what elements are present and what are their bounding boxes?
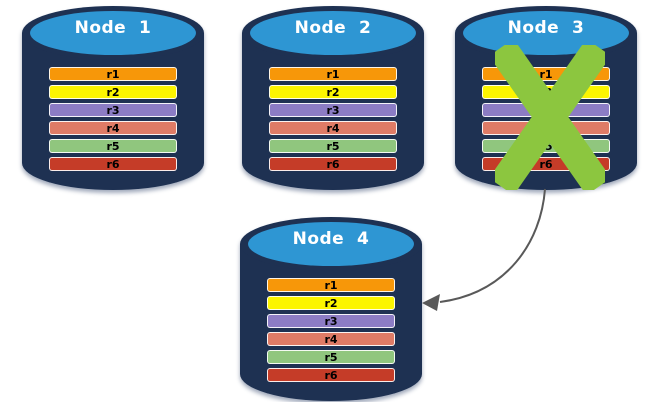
row-r5: r5 — [269, 139, 397, 153]
row-label: r5 — [106, 139, 120, 153]
row-label: r6 — [106, 157, 120, 171]
row-label: r3 — [106, 103, 120, 117]
node-4: Node 4 r1 r2 r3 r4 r5 r6 — [240, 216, 422, 402]
row-label: r4 — [324, 332, 338, 346]
row-r4: r4 — [267, 332, 395, 346]
row-r2: r2 — [267, 296, 395, 310]
arrowhead-icon — [422, 294, 440, 311]
row-label: r6 — [324, 368, 338, 382]
row-r1: r1 — [269, 67, 397, 81]
row-list: r1 r2 r3 r4 r5 r6 — [49, 67, 177, 175]
row-label: r3 — [326, 103, 340, 117]
row-r6: r6 — [267, 368, 395, 382]
row-label: r6 — [326, 157, 340, 171]
row-list: r1 r2 r3 r4 r5 r6 — [269, 67, 397, 175]
row-label: r3 — [324, 314, 338, 328]
row-label: r2 — [324, 296, 338, 310]
row-label: r5 — [324, 350, 338, 364]
row-r3: r3 — [267, 314, 395, 328]
row-r6: r6 — [269, 157, 397, 171]
row-label: r2 — [106, 85, 120, 99]
row-list: r1 r2 r3 r4 r5 r6 — [267, 278, 395, 386]
node-title: Node 4 — [292, 229, 370, 249]
node-3: Node 3 r1 r2 r3 r4 r5 r6 — [455, 5, 637, 191]
node-title: Node 2 — [294, 18, 372, 38]
row-label: r1 — [326, 67, 340, 81]
row-label: r4 — [326, 121, 340, 135]
row-r1: r1 — [267, 278, 395, 292]
node-1: Node 1 r1 r2 r3 r4 r5 r6 — [22, 5, 204, 191]
row-r2: r2 — [269, 85, 397, 99]
failure-cross-icon — [495, 45, 605, 190]
row-label: r6 — [539, 157, 553, 171]
node-2: Node 2 r1 r2 r3 r4 r5 r6 — [242, 5, 424, 191]
node-title: Node 1 — [74, 18, 152, 38]
row-label: r1 — [539, 67, 553, 81]
row-r3: r3 — [49, 103, 177, 117]
row-r5: r5 — [49, 139, 177, 153]
row-r2: r2 — [49, 85, 177, 99]
row-label: r5 — [326, 139, 340, 153]
row-r5: r5 — [267, 350, 395, 364]
row-label: r1 — [106, 67, 120, 81]
row-r1: r1 — [49, 67, 177, 81]
row-label: r1 — [324, 278, 338, 292]
row-r6: r6 — [49, 157, 177, 171]
row-r3: r3 — [269, 103, 397, 117]
row-r4: r4 — [49, 121, 177, 135]
node-title: Node 3 — [507, 18, 585, 38]
row-label: r4 — [106, 121, 120, 135]
row-r4: r4 — [269, 121, 397, 135]
row-label: r2 — [326, 85, 340, 99]
